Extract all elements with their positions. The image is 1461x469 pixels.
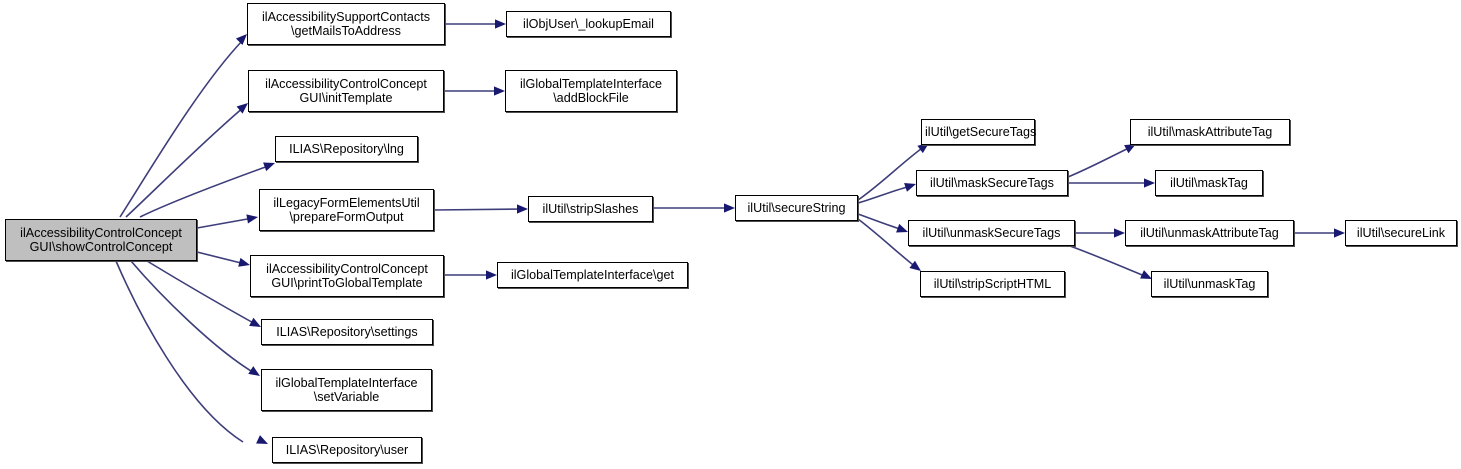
node-masktag[interactable]: ilUtil\maskTag [1155,170,1263,196]
edge-unmasksecuretags-to-unmasktag [1069,245,1148,278]
node-printtoglobaltpl[interactable]: ilAccessibilityControlConcept GUI\printT… [250,255,444,297]
node-label-maskattributetag: ilUtil\maskAttributeTag [1147,124,1273,139]
arrowhead-inittemplate-to-addblockfile [494,86,505,96]
arrowhead-masksecuretags-to-masktag [1144,178,1155,188]
arrowhead-supportcontacts-to-lookupemail [495,19,506,29]
arrowhead-unmasksecuretags-to-unmaskattributetag [1114,228,1125,238]
node-label-reposettings: ILIAS\Repository\settings [276,324,418,339]
arrowhead-stripslashes-to-securestring [724,203,735,213]
node-label-unmasktag: ilUtil\unmaskTag [1163,276,1256,291]
node-addblockfile[interactable]: ilGlobalTemplateInterface \addBlockFile [505,70,677,112]
node-reposettings[interactable]: ILIAS\Repository\settings [261,319,433,345]
arrowhead-printtoglobaltpl-to-tplget [486,270,497,280]
node-prepareformoutput[interactable]: ilLegacyFormElementsUtil \prepareFormOut… [259,189,434,231]
node-supportcontacts[interactable]: ilAccessibilitySupportContacts \getMails… [247,3,445,45]
node-label-stripslashes: ilUtil\stripSlashes [542,201,639,216]
node-getsecuretags[interactable]: ilUtil\getSecureTags [921,119,1037,145]
node-stripslashes[interactable]: ilUtil\stripSlashes [528,196,653,222]
node-label-repolng: ILIAS\Repository\lng [289,141,404,156]
node-setvariable[interactable]: ilGlobalTemplateInterface \setVariable [261,369,432,411]
edge-root-to-prepareformoutput [196,217,254,229]
node-label-setvariable: ilGlobalTemplateInterface \setVariable [275,375,418,404]
node-label-masksecuretags: ilUtil\maskSecureTags [930,175,1054,190]
edge-root-to-repouser [115,260,244,443]
node-stripscripthtml[interactable]: ilUtil\stripScriptHTML [920,271,1065,297]
edge-root-to-repolng [139,164,272,218]
node-label-printtoglobaltpl: ilAccessibilityControlConcept GUI\printT… [266,261,428,290]
node-label-unmaskattributetag: ilUtil\unmaskAttributeTag [1140,225,1279,240]
node-label-securelink: ilUtil\secureLink [1356,225,1446,240]
node-maskattributetag[interactable]: ilUtil\maskAttributeTag [1130,119,1290,145]
edge-prepareformoutput-to-stripslashes [433,208,524,211]
node-label-tplget: ilGlobalTemplateInterface\get [510,267,675,282]
node-label-root: ilAccessibilityControlConcept GUI\showCo… [20,225,182,254]
node-repouser[interactable]: ILIAS\Repository\user [272,437,422,463]
node-label-lookupemail: ilObjUser\_lookupEmail [523,16,654,31]
node-lookupemail[interactable]: ilObjUser\_lookupEmail [506,11,671,37]
edge-root-to-reposettings [146,260,258,326]
node-label-repouser: ILIAS\Repository\user [285,442,409,457]
node-securestring[interactable]: ilUtil\secureString [735,195,858,221]
node-repolng[interactable]: ILIAS\Repository\lng [275,136,418,162]
node-label-supportcontacts: ilAccessibilitySupportContacts \getMails… [262,9,430,38]
node-unmasktag[interactable]: ilUtil\unmaskTag [1151,271,1268,297]
node-inittemplate[interactable]: ilAccessibilityControlConcept GUI\initTe… [248,70,444,112]
node-label-unmasksecuretags: ilUtil\unmaskSecureTags [922,225,1061,240]
node-masksecuretags[interactable]: ilUtil\maskSecureTags [916,170,1068,196]
edge-root-to-inittemplate [125,106,245,218]
edge-securestring-to-unmasksecuretags [857,213,904,231]
node-unmaskattributetag[interactable]: ilUtil\unmaskAttributeTag [1125,220,1294,246]
node-tplget[interactable]: ilGlobalTemplateInterface\get [497,262,688,288]
node-label-securestring: ilUtil\secureString [747,200,846,215]
node-label-masktag: ilUtil\maskTag [1170,175,1248,190]
arrowhead-unmaskattributetag-to-securelink [1334,228,1345,238]
node-label-addblockfile: ilGlobalTemplateInterface \addBlockFile [519,76,663,105]
edge-securestring-to-getsecuretags [857,145,926,201]
arrowhead-root-to-prepareformoutput [246,214,258,224]
node-root[interactable]: ilAccessibilityControlConcept GUI\showCo… [5,219,197,261]
edge-root-to-setvariable [130,260,257,375]
edge-securestring-to-masksecuretags [857,185,912,204]
edge-masksecuretags-to-maskattributetag [1067,146,1132,178]
node-label-stripscripthtml: ilUtil\stripScriptHTML [933,276,1052,291]
edge-root-to-printtoglobaltpl [196,251,246,265]
node-securelink[interactable]: ilUtil\secureLink [1345,220,1457,246]
arrowhead-root-to-repouser [256,435,268,444]
node-label-getsecuretags: ilUtil\getSecureTags [925,124,1037,139]
edge-root-to-supportcontacts [119,39,244,218]
arrowhead-prepareformoutput-to-stripslashes [517,204,528,214]
node-label-prepareformoutput: ilLegacyFormElementsUtil \prepareFormOut… [273,195,420,224]
node-unmasksecuretags[interactable]: ilUtil\unmaskSecureTags [908,220,1075,246]
node-label-inittemplate: ilAccessibilityControlConcept GUI\initTe… [265,76,427,105]
